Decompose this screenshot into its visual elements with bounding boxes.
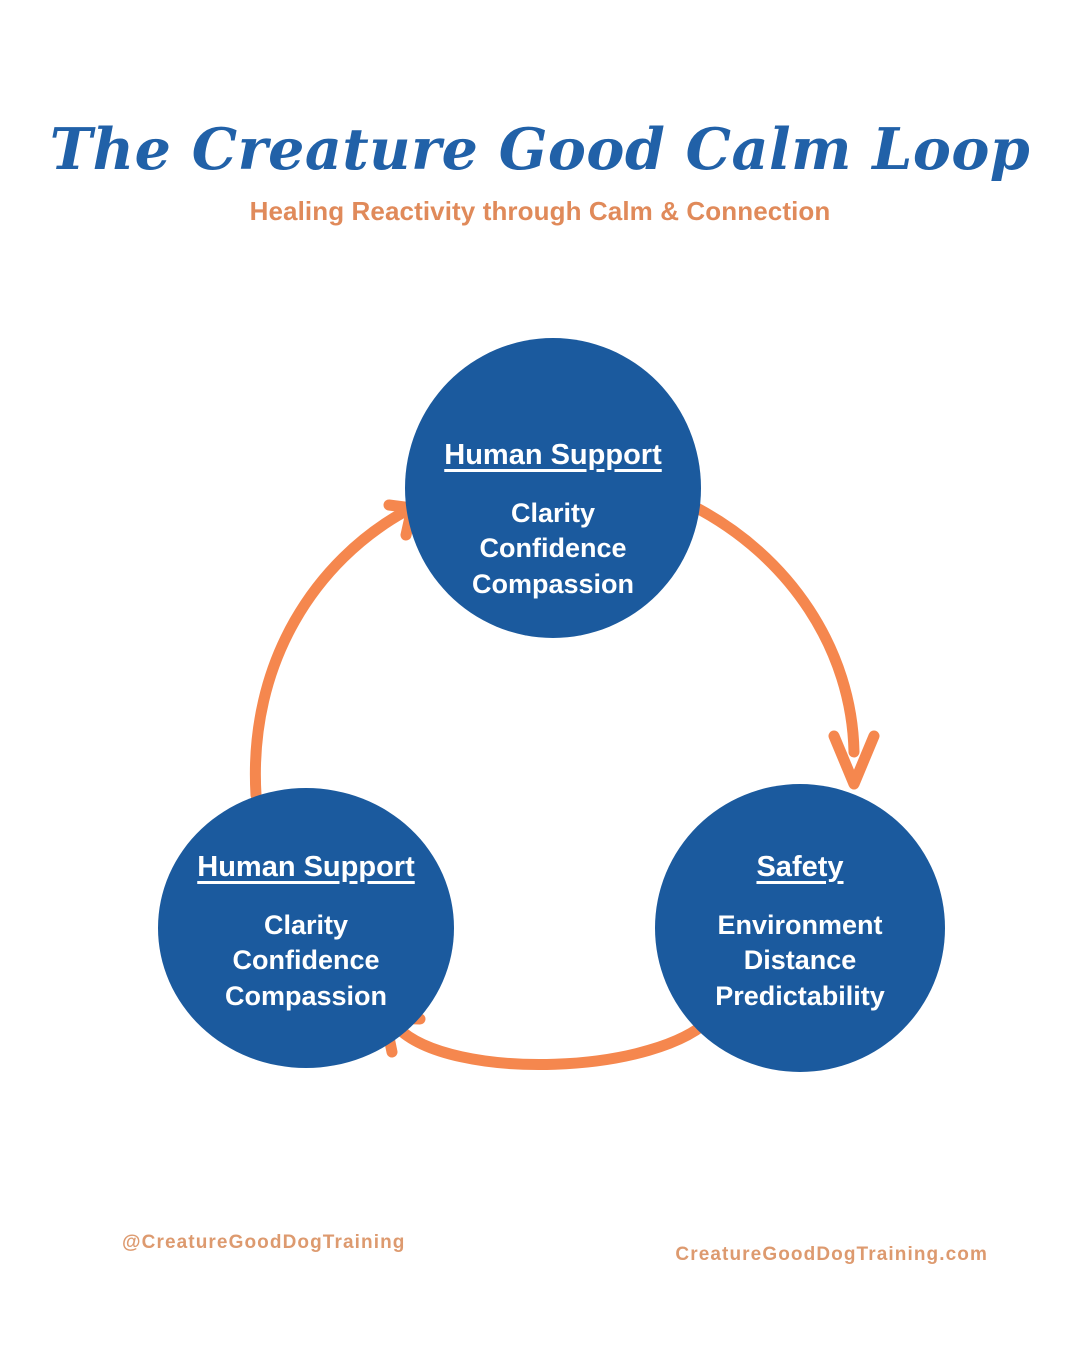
page-title: The Creature Good Calm Loop (49, 116, 1031, 183)
loop-node-title: Safety (756, 850, 844, 883)
arrow-left-to-top-icon (249, 499, 418, 801)
website-url: CreatureGoodDogTraining.com (675, 1244, 988, 1265)
loop-node-items: Environment Distance Predictability (715, 909, 885, 1011)
header: The Creature Good Calm Loop Healing Reac… (0, 120, 1080, 227)
loop-node-items: Clarity Confidence Compassion (471, 497, 635, 599)
loop-node-items: Clarity Confidence Compassion (224, 909, 388, 1011)
arrow-top-to-right-icon (687, 500, 880, 790)
loop-node-title: Human Support (444, 438, 662, 471)
loop-node-human-support-top: Human Support Clarity Confidence Compass… (405, 338, 701, 638)
page-subtitle: Healing Reactivity through Calm & Connec… (249, 195, 831, 226)
loop-node-human-support-left: Human Support Clarity Confidence Compass… (158, 788, 454, 1068)
loop-node-safety: Safety Environment Distance Predictabili… (655, 784, 945, 1072)
loop-node-title: Human Support (197, 850, 415, 883)
social-handle: @CreatureGoodDogTraining (122, 1232, 406, 1253)
arrow-right-to-left-icon (379, 1010, 719, 1070)
